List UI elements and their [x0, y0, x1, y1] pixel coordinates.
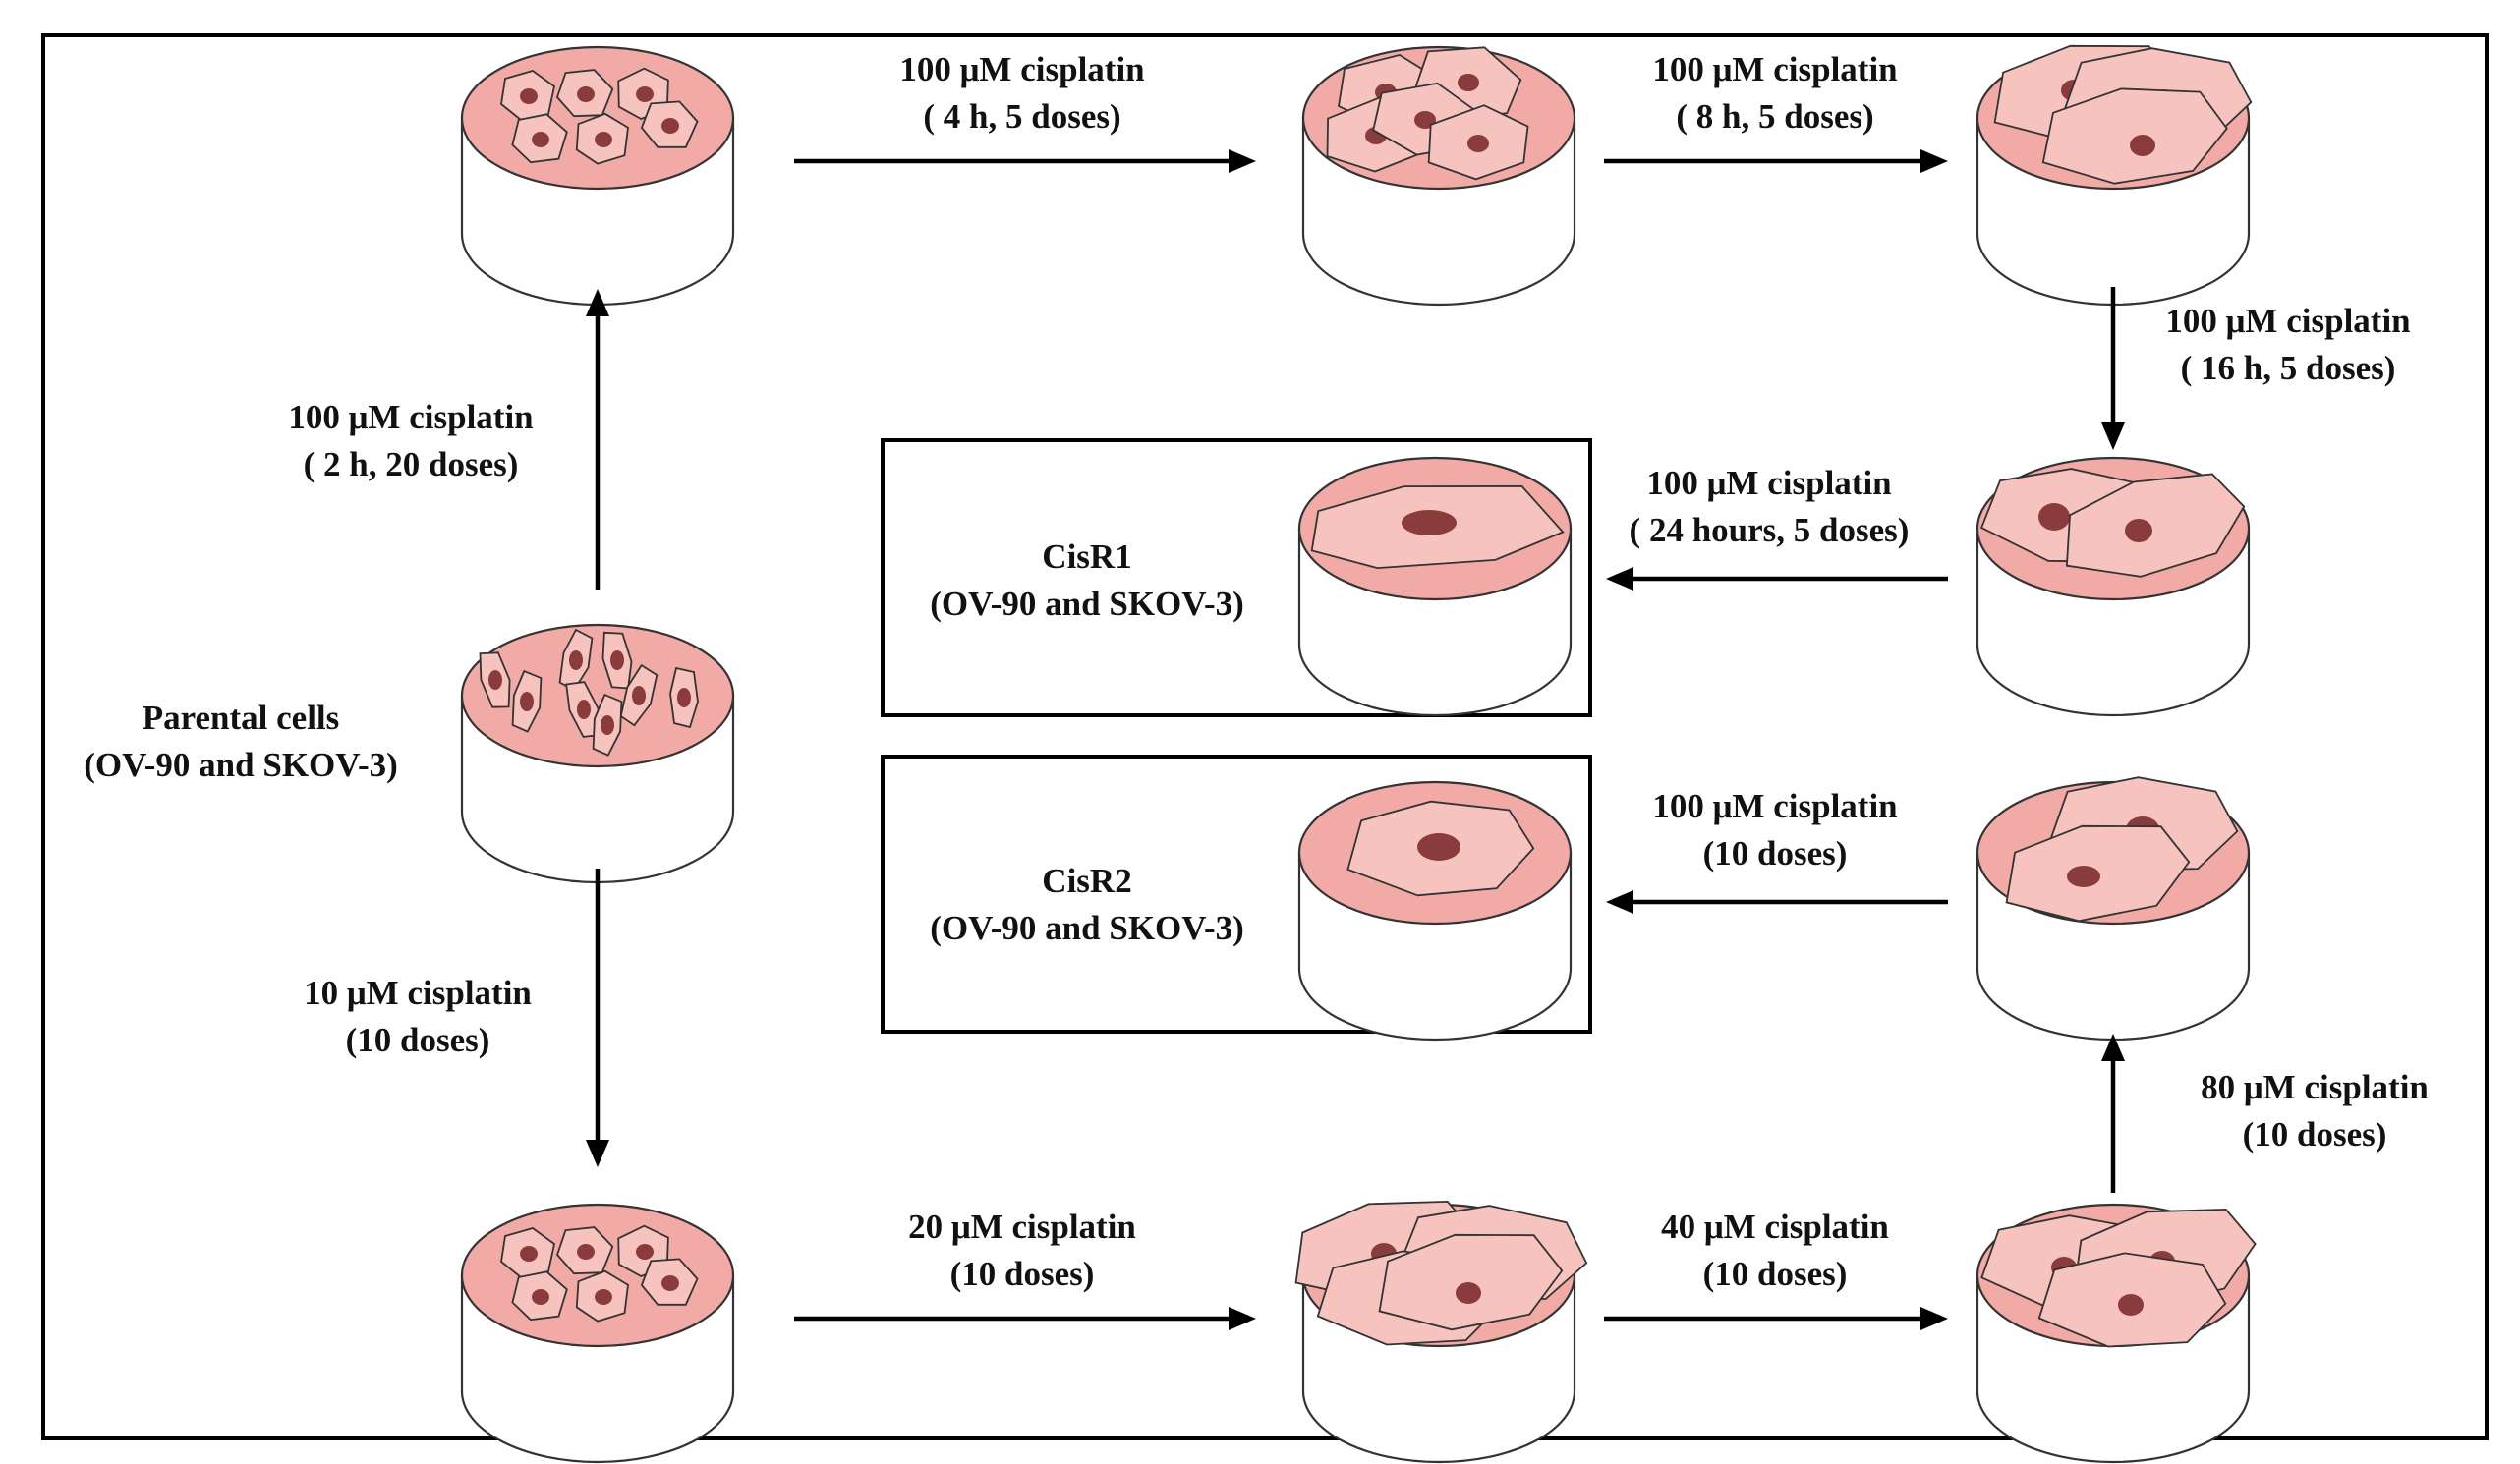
dish-top-1-nucleus: [661, 118, 679, 134]
cisr2-label-line1: CisR2: [1042, 862, 1131, 900]
dish-bottom-1-nucleus: [636, 1244, 654, 1260]
dish-top-3-nucleus: [2130, 135, 2155, 156]
treatment-20uM-line1: 20 μM cisplatin: [908, 1208, 1136, 1246]
cisr2-label-line2: (OV-90 and SKOV-3): [930, 909, 1244, 947]
dish-cisr1-nucleus: [1402, 510, 1457, 535]
arrowhead-up-2: [2101, 1034, 2125, 1061]
dish-parental-nucleus: [569, 650, 583, 670]
dish-top-1-nucleus: [532, 132, 549, 147]
dish-right-2: [1976, 776, 2251, 1042]
arrowhead-right-1: [1229, 149, 1256, 173]
treatment-8h-line2: ( 8 h, 5 doses): [1676, 97, 1873, 136]
dish-parental-nucleus: [610, 650, 624, 670]
figure-frame: [41, 33, 2489, 1440]
treatment-cisr2-line1: 100 μM cisplatin: [1652, 787, 1897, 825]
dish-right-1-nucleus: [2125, 519, 2152, 542]
dish-top-1: [460, 45, 735, 307]
treatment-24h-line2: ( 24 hours, 5 doses): [1630, 511, 1910, 549]
dish-right-1-cell: [2065, 473, 2246, 578]
arrowhead-left-2: [1606, 890, 1633, 914]
treatment-4h-line2: ( 4 h, 5 doses): [923, 97, 1120, 136]
dish-top-3: [1976, 44, 2253, 307]
parental-label-line1: Parental cells: [143, 699, 340, 737]
treatment-2h-line1: 100 μM cisplatin: [288, 398, 533, 436]
dish-parental-medium: [460, 623, 735, 768]
treatment-10uM-line1: 10 μM cisplatin: [304, 974, 532, 1012]
arrowhead-down-1: [2101, 422, 2125, 450]
dish-bottom-2-cell: [1378, 1233, 1564, 1331]
treatment-80uM-line1: 80 μM cisplatin: [2201, 1068, 2429, 1106]
treatment-40uM-line2: (10 doses): [1703, 1255, 1848, 1293]
treatment-16h-line2: ( 16 h, 5 doses): [2181, 349, 2396, 387]
treatment-10uM-line2: (10 doses): [346, 1021, 490, 1059]
dish-bottom-1-nucleus: [661, 1275, 679, 1291]
arrows-group: [586, 149, 2125, 1330]
dish-parental-nucleus: [601, 715, 614, 735]
arrowhead-right-4: [1920, 1307, 1948, 1330]
treatment-40uM-line1: 40 μM cisplatin: [1661, 1208, 1889, 1246]
dish-top-1-nucleus: [636, 86, 654, 102]
cisr1-box: [881, 438, 1592, 717]
dish-top-2-nucleus: [1458, 74, 1479, 91]
treatment-4h-line1: 100 μM cisplatin: [899, 50, 1144, 88]
dish-top-1-nucleus: [595, 132, 612, 147]
arrowhead-right-3: [1229, 1307, 1256, 1330]
dish-bottom-2: [1294, 1200, 1588, 1464]
dish-bottom-1: [460, 1203, 735, 1464]
dish-top-2-nucleus: [1467, 135, 1489, 152]
treatment-80uM-line2: (10 doses): [2243, 1115, 2387, 1154]
dish-top-3-cell: [2041, 87, 2228, 185]
dish-right-2-nucleus: [2067, 866, 2100, 887]
treatment-2h-line2: ( 2 h, 20 doses): [304, 445, 519, 483]
cisr2-box: [881, 755, 1592, 1034]
dish-bottom-1-nucleus: [577, 1244, 595, 1260]
cisr1-label-line1: CisR1: [1042, 537, 1131, 576]
dish-bottom-3-nucleus: [2118, 1294, 2144, 1316]
treatment-8h-line1: 100 μM cisplatin: [1652, 50, 1897, 88]
arrowhead-up-1: [586, 289, 609, 316]
dish-bottom-1-nucleus: [595, 1289, 612, 1305]
arrowhead-down-2: [586, 1140, 609, 1167]
dish-parental-nucleus: [577, 700, 591, 719]
treatment-cisr2-line2: (10 doses): [1703, 834, 1848, 873]
dish-parental-nucleus: [632, 686, 646, 705]
dish-parental-nucleus: [520, 692, 534, 711]
dish-right-1-nucleus: [2038, 503, 2070, 531]
dish-bottom-2-nucleus: [1456, 1282, 1481, 1304]
dish-parental-nucleus: [677, 688, 691, 707]
dish-top-2: [1301, 45, 1576, 307]
dish-cisr1: [1297, 456, 1573, 717]
cisr1-label-line2: (OV-90 and SKOV-3): [930, 585, 1244, 623]
dish-parental: [460, 623, 735, 884]
dish-parental-nucleus: [488, 670, 502, 690]
dish-cisr2-nucleus: [1417, 833, 1460, 861]
treatment-16h-line1: 100 μM cisplatin: [2165, 302, 2410, 340]
arrowhead-right-2: [1920, 149, 1948, 173]
dish-right-1: [1976, 456, 2251, 717]
labels-group: Parental cells (OV-90 and SKOV-3) 100 μM…: [84, 50, 2429, 1293]
parental-label-line2: (OV-90 and SKOV-3): [84, 746, 398, 784]
dish-top-1-nucleus: [520, 88, 538, 104]
dish-bottom-1-nucleus: [520, 1246, 538, 1262]
dish-cisr2: [1297, 780, 1573, 1042]
treatment-24h-line1: 100 μM cisplatin: [1646, 464, 1891, 502]
dish-top-1-nucleus: [577, 86, 595, 102]
dish-bottom-1-nucleus: [532, 1289, 549, 1305]
arrowhead-left-1: [1606, 567, 1633, 591]
dish-bottom-3: [1976, 1203, 2257, 1464]
treatment-20uM-line2: (10 doses): [950, 1255, 1095, 1293]
